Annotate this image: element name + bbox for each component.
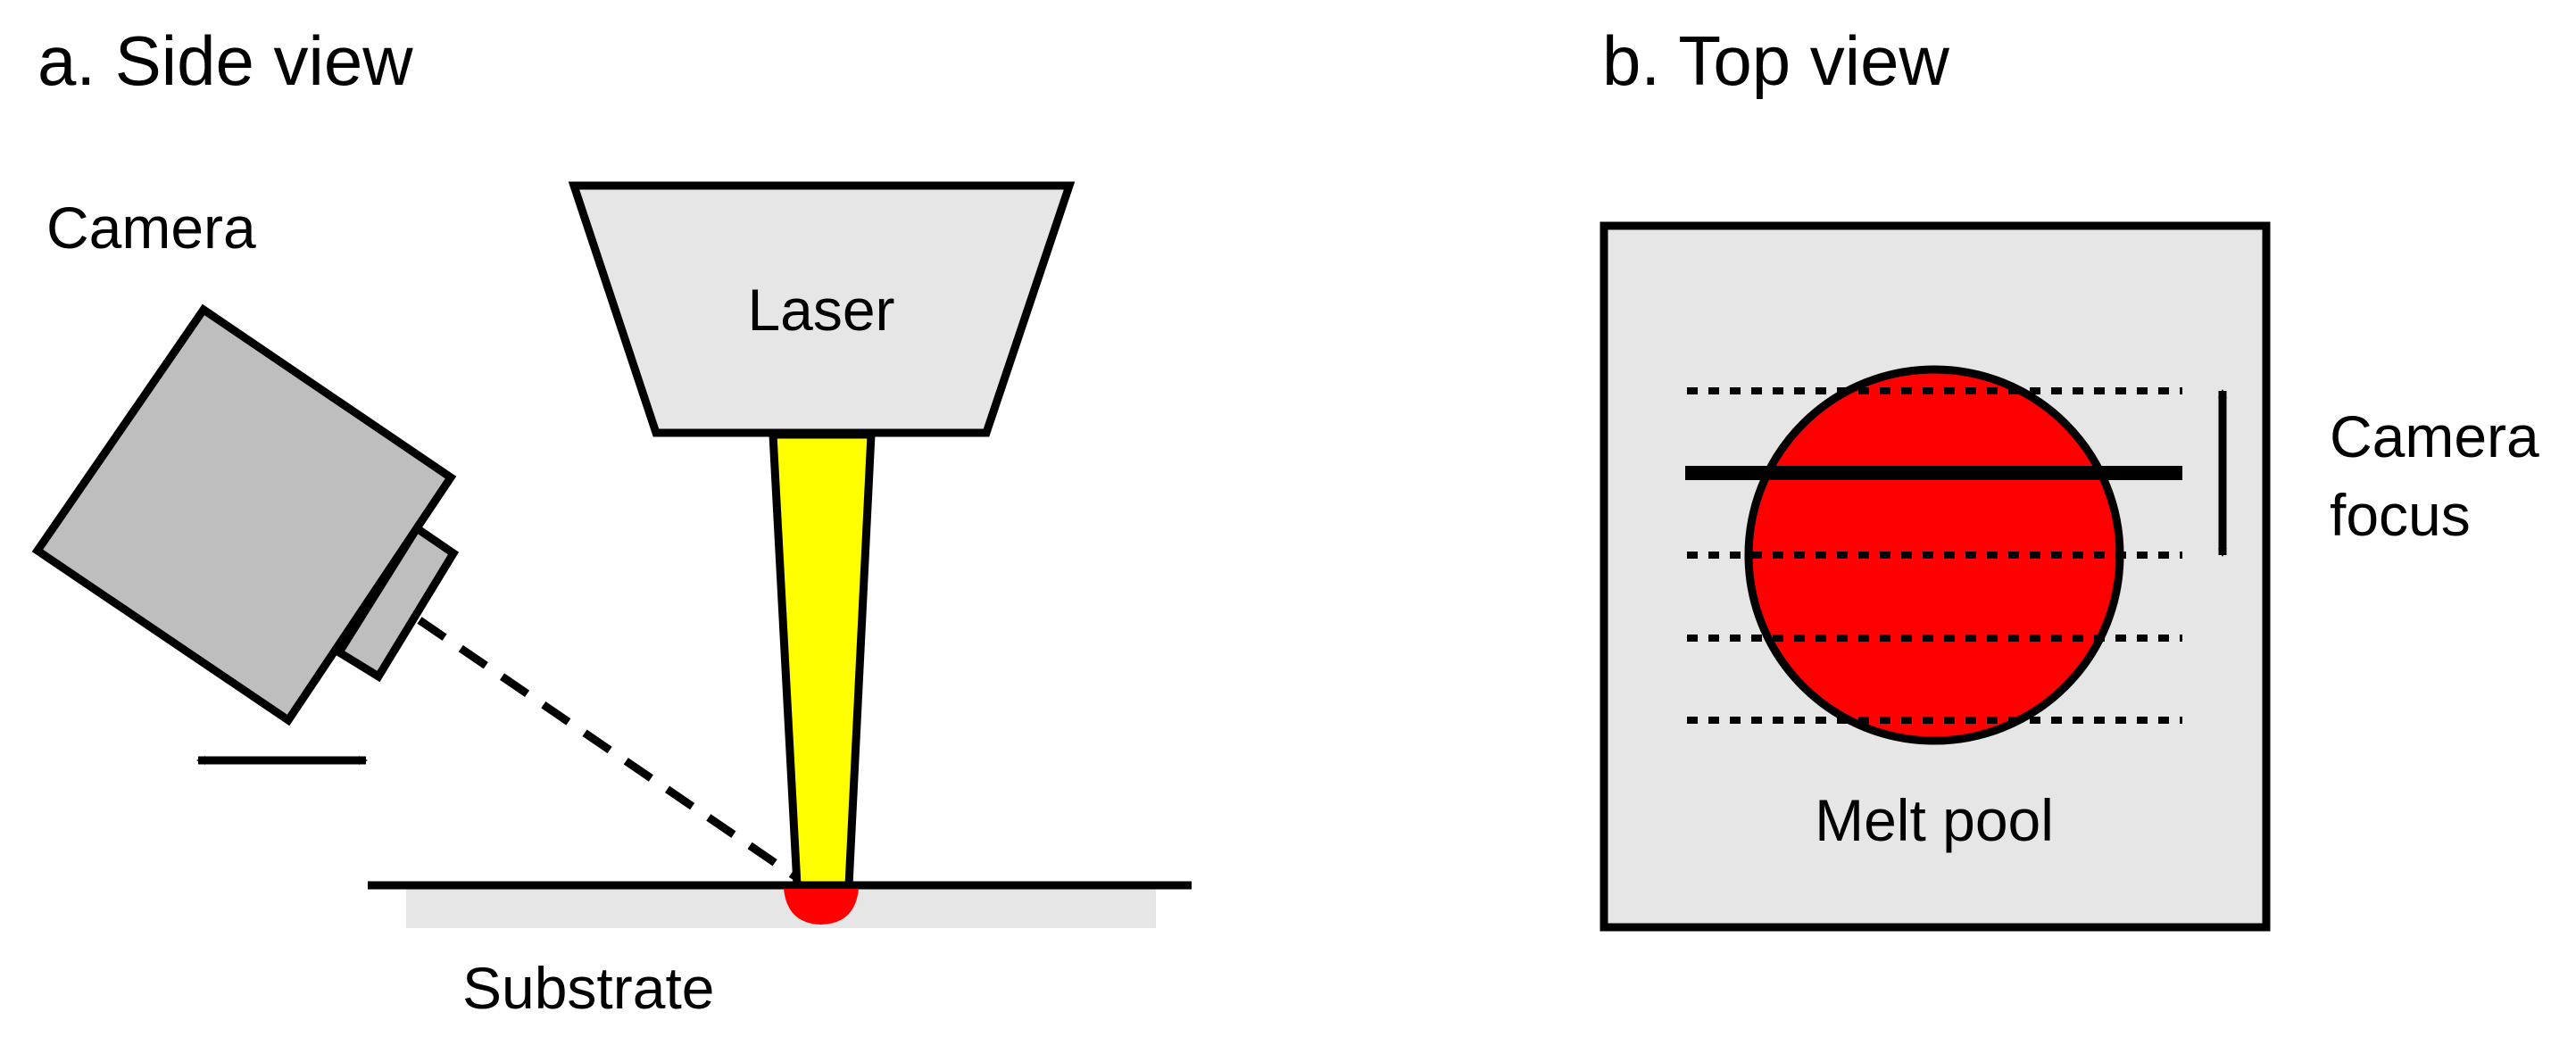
side-melt-pool xyxy=(784,889,859,925)
top-view-title: b. Top view xyxy=(1602,21,1949,100)
camera-lens xyxy=(333,522,460,683)
laser-beam xyxy=(769,430,876,890)
camera-body xyxy=(31,303,457,726)
camera-sightline xyxy=(417,617,802,883)
camera-focus-label-line2: focus xyxy=(2330,482,2471,548)
substrate-label: Substrate xyxy=(462,955,715,1021)
side-view-title: a. Side view xyxy=(37,21,413,100)
laser-label: Laser xyxy=(747,277,894,343)
melt-pool-label: Melt pool xyxy=(1815,787,2054,853)
camera-focus-label-line1: Camera xyxy=(2330,403,2539,469)
camera-label: Camera xyxy=(46,195,256,261)
side-view-panel: a. Side view Camera Laser Substrate xyxy=(31,21,1192,1021)
laser-body xyxy=(568,181,1076,437)
substrate xyxy=(406,885,1156,928)
top-view-panel: b. Top view Camera focus Melt pool xyxy=(1600,21,2539,932)
